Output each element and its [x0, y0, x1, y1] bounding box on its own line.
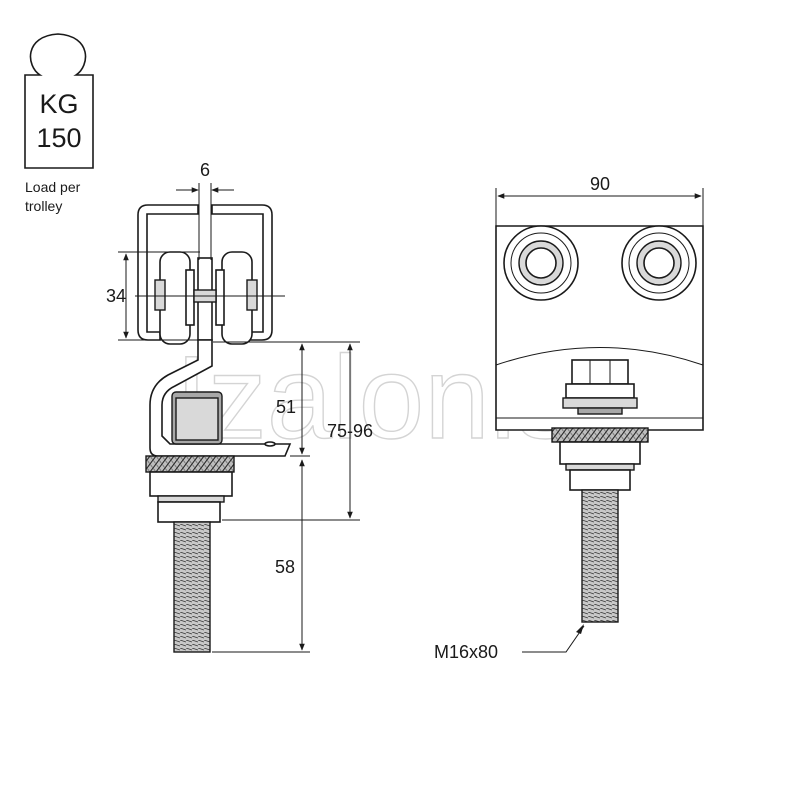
badge-caption-line2: trolley	[25, 198, 62, 214]
weight-icon	[24, 33, 94, 169]
dim-gap-label: 6	[200, 160, 210, 180]
dim-range-label: 75-96	[327, 421, 373, 441]
threaded-bolt-side	[173, 521, 211, 653]
badge-unit: KG	[39, 89, 78, 119]
front-view	[495, 225, 704, 623]
badge-caption-line1: Load per	[25, 179, 81, 195]
hex-nut	[157, 501, 221, 523]
knurled-nut-front	[551, 427, 649, 443]
knurled-nut	[145, 455, 235, 473]
dim-wheel-height-label: 34	[106, 286, 126, 306]
bolt-spec-label: M16x80	[434, 642, 498, 662]
dim-width-label: 90	[590, 174, 610, 194]
dim-51-label: 51	[276, 397, 296, 417]
threaded-bolt-front	[581, 489, 619, 623]
dim-bolt-length-label: 58	[275, 557, 295, 577]
side-dimensions: 6 34 51 75-96 58	[106, 160, 373, 653]
hex-nut-front	[569, 469, 631, 491]
badge-value: 150	[36, 123, 81, 153]
side-view	[137, 204, 292, 653]
front-dimensions: 90 M16x80	[434, 174, 704, 662]
load-badge: KG 150 Load per trolley	[24, 33, 94, 214]
